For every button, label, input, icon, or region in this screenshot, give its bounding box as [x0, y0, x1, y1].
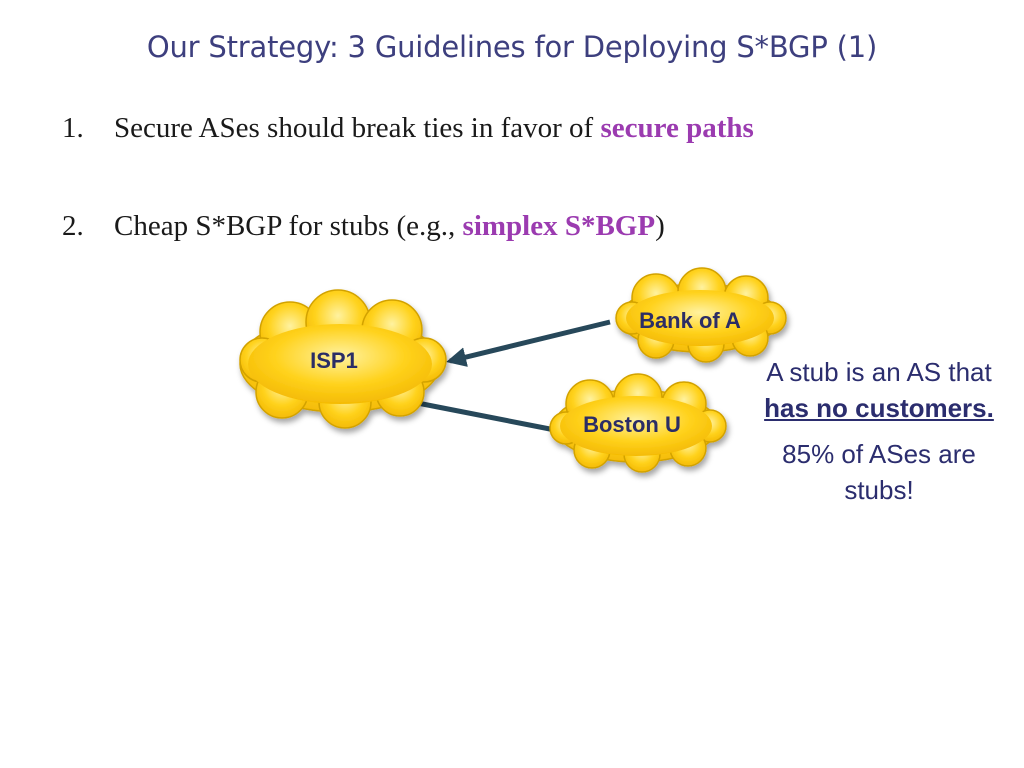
guideline-text-end: )	[655, 210, 665, 242]
stub-note: A stub is an AS that has no customers. 8…	[754, 354, 1004, 508]
stub-definition-emphasis: has no customers.	[764, 393, 994, 423]
slide-title: Our Strategy: 3 Guidelines for Deploying…	[146, 30, 878, 64]
node-label-bank: Bank of A	[639, 308, 741, 333]
guideline-number: 2.	[62, 210, 84, 242]
guideline-item-1: 1. Secure ASes should break ties in favor…	[62, 112, 754, 145]
cloud-bank	[615, 267, 787, 363]
stub-statistic: 85% of ASes are stubs!	[782, 439, 976, 505]
edge-bank-to-isp	[446, 319, 611, 367]
guideline-highlight: secure paths	[600, 112, 754, 144]
stub-definition: A stub is an AS that has no customers.	[754, 354, 1004, 426]
guideline-highlight: simplex S*BGP	[462, 210, 656, 242]
guideline-text: Secure ASes should break ties in favor o…	[114, 112, 601, 144]
edge-university-to-isp	[393, 392, 556, 433]
stub-definition-text: A stub is an AS that	[766, 357, 992, 387]
guideline-item-2: 2. Cheap S*BGP for stubs (e.g., simplex S…	[62, 210, 665, 243]
node-label-university: Boston U	[583, 412, 681, 437]
guideline-text: Cheap S*BGP for stubs (e.g.,	[114, 210, 463, 242]
node-label-isp: ISP1	[310, 348, 358, 373]
guideline-number: 1.	[62, 112, 84, 144]
cloud-university	[549, 373, 727, 473]
cloud-isp	[239, 289, 447, 429]
